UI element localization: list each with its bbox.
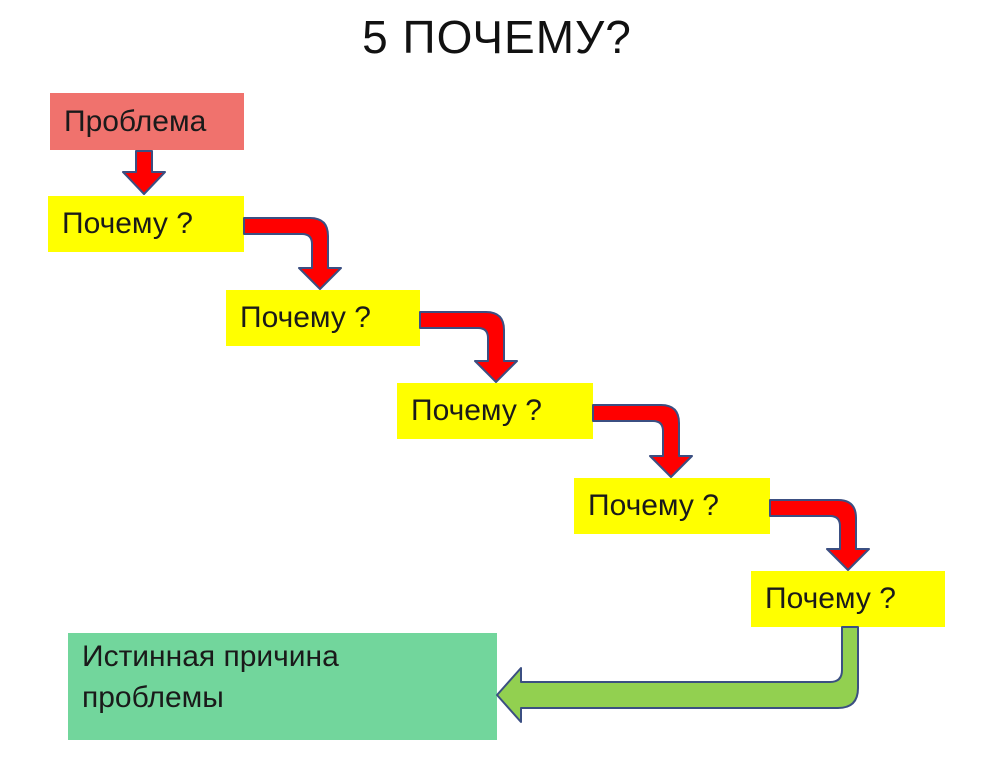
why-label-5: Почему ?: [765, 582, 896, 615]
bent-arrow-icon-3: [592, 404, 693, 478]
why-label-1: Почему ?: [62, 207, 193, 240]
root-cause-line-2: проблемы: [82, 680, 224, 714]
why-box-2: Почему ?: [226, 290, 420, 346]
why-label-2: Почему ?: [240, 301, 371, 334]
why-box-5: Почему ?: [751, 571, 945, 627]
problem-box: Проблема: [50, 93, 244, 150]
root-cause-line-1: Истинная причина: [82, 640, 339, 673]
page-title: 5 ПОЧЕМУ?: [362, 11, 632, 63]
why-box-1: Почему ?: [48, 196, 244, 252]
problem-label: Проблема: [64, 104, 207, 138]
why-label-4: Почему ?: [588, 489, 719, 522]
why-label-3: Почему ?: [411, 394, 542, 427]
why-box-3: Почему ?: [397, 383, 593, 439]
why-box-4: Почему ?: [574, 478, 770, 534]
bent-arrow-icon-2: [419, 311, 518, 383]
bent-arrow-icon-4: [769, 499, 870, 571]
down-arrow-icon: [122, 150, 166, 195]
return-arrow-icon: [496, 626, 859, 723]
root-cause-box: Истинная причина проблемы: [68, 633, 497, 740]
bent-arrow-icon-1: [243, 217, 342, 290]
